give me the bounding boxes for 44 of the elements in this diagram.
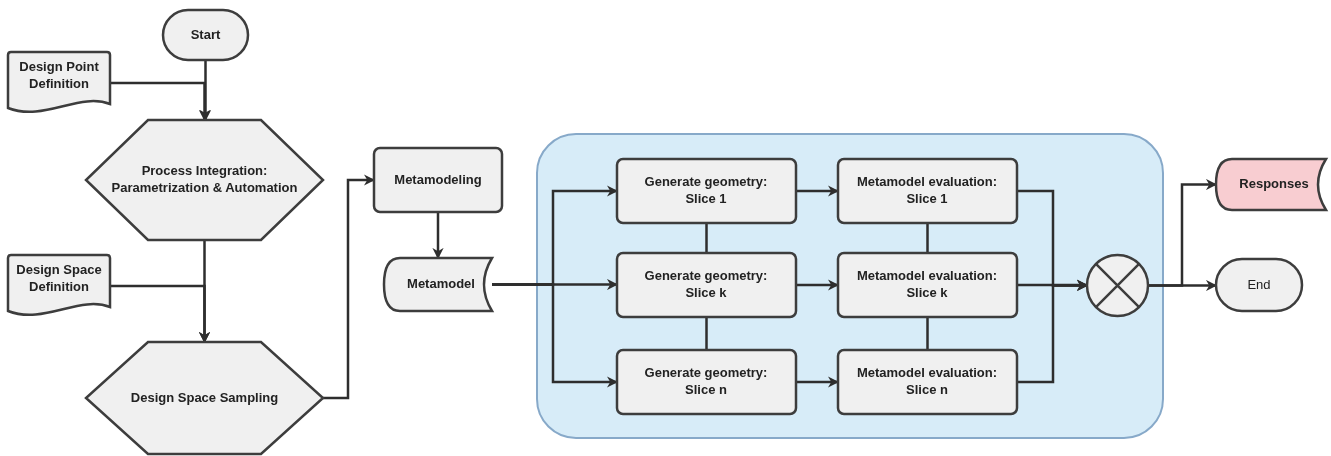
connector-line — [926, 223, 929, 253]
arrow — [432, 212, 444, 260]
node-text: Design Space Definition — [15, 262, 103, 296]
process-box — [837, 349, 1017, 414]
document-shape — [8, 52, 110, 114]
node-text: End — [1247, 276, 1271, 294]
summing-junction — [1086, 254, 1148, 316]
document-shape — [8, 255, 110, 317]
process-box — [616, 349, 796, 414]
node-text: Generate geometry: Slice 1 — [643, 173, 769, 208]
node-text: Generate geometry: Slice k — [643, 267, 769, 302]
node-text: Metamodel evaluation: Slice k — [855, 267, 999, 302]
process-box — [374, 148, 502, 212]
process-box — [616, 252, 796, 317]
group-panel — [536, 133, 1164, 439]
process-box — [837, 252, 1017, 317]
arrow — [1148, 279, 1218, 292]
arrow — [492, 283, 619, 388]
process-box — [837, 158, 1017, 223]
arrow — [796, 279, 840, 291]
process-box — [616, 158, 796, 223]
node-text: Design Point Definition — [18, 59, 100, 93]
connector-line — [705, 317, 708, 350]
arrow — [796, 185, 840, 197]
node-text: Design Space Sampling — [130, 389, 279, 407]
connector-line — [926, 317, 929, 350]
stored-data-shape — [1216, 159, 1326, 210]
node-text: Metamodel evaluation: Slice 1 — [855, 173, 999, 208]
preparation-hexagon — [86, 342, 323, 454]
node-text: Metamodel evaluation: Slice n — [855, 364, 999, 399]
node-text: Process Integration: Parametrization & Automation — [110, 163, 299, 197]
stored-data-shape — [384, 258, 492, 311]
arrow — [323, 174, 376, 400]
arrow — [796, 376, 840, 388]
arrow — [110, 81, 211, 122]
connector-line — [705, 223, 708, 253]
node-text: Metamodeling — [394, 171, 482, 189]
node-text: Start — [190, 26, 221, 44]
node-text: Responses — [1238, 176, 1309, 193]
node-text: Metamodel — [406, 276, 475, 293]
arrow — [199, 60, 212, 122]
arrow — [110, 284, 211, 344]
preparation-hexagon — [86, 120, 323, 240]
node-text: Generate geometry: Slice n — [643, 364, 769, 399]
